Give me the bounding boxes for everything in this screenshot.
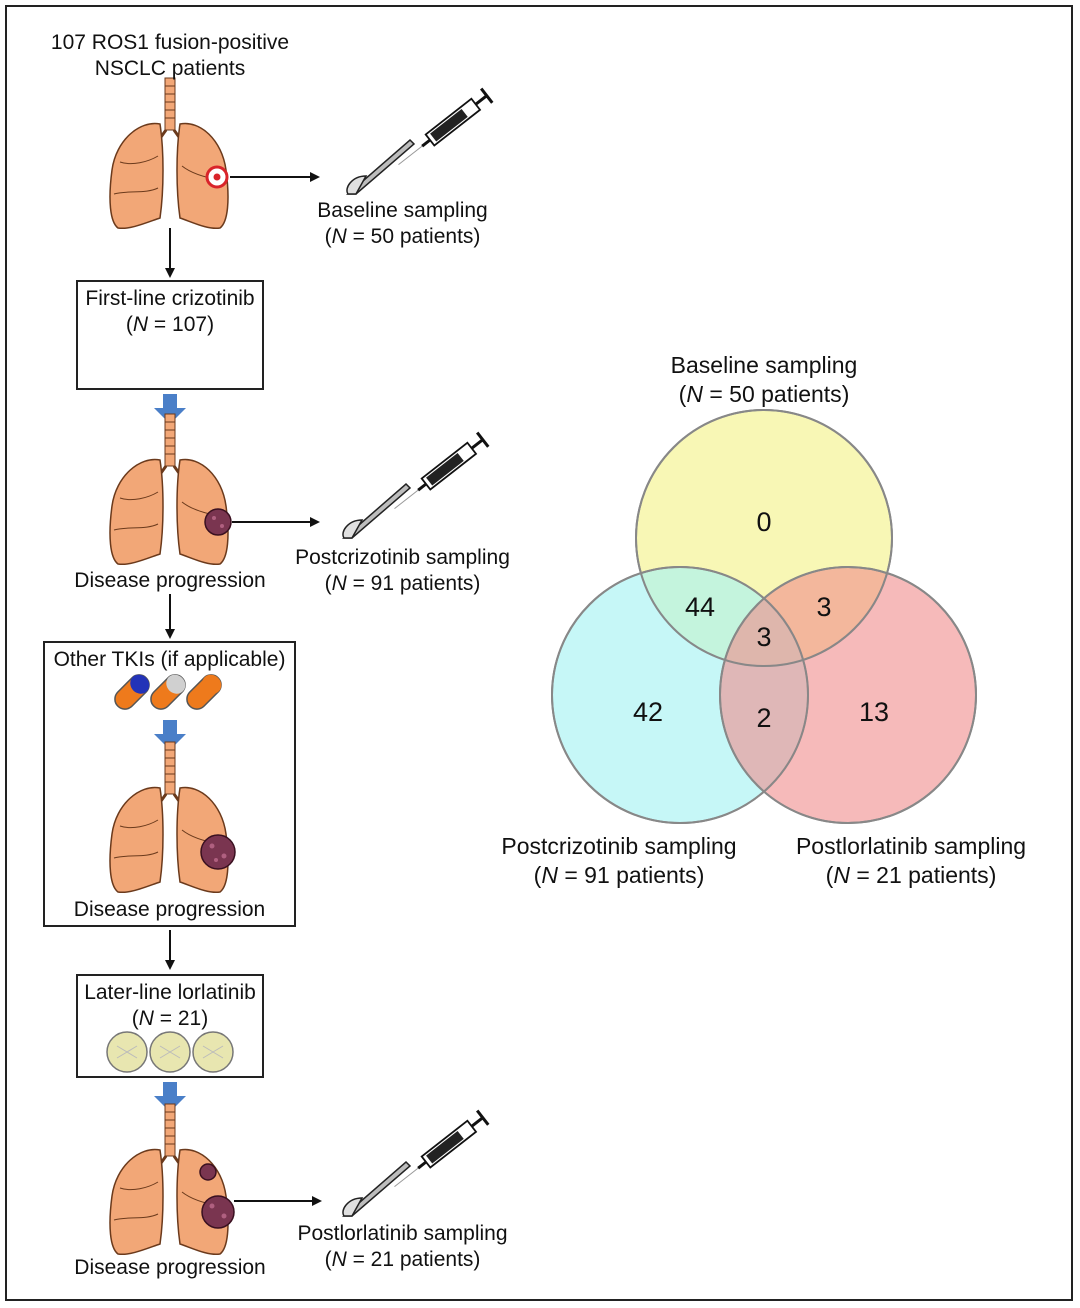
postcrizotinib-sampling-title: Postcrizotinib sampling	[295, 546, 510, 569]
tumor-3-icon	[199, 1163, 235, 1229]
venn-label-postcrizotinib-title: Postcrizotinib sampling	[501, 833, 737, 859]
lungs-baseline-icon	[108, 76, 230, 230]
biopsy-tools-icon	[345, 87, 494, 196]
crizotinib-box: First-line crizotinib (N = 107)	[76, 280, 264, 390]
disease-progression-3: Disease progression	[74, 1256, 266, 1279]
crizotinib-n: (N = 107)	[125, 313, 215, 336]
postlorlatinib-sampling-label: Postlorlatinib sampling (N = 21 patients…	[280, 1221, 525, 1273]
other-tkis-label: Other TKIs (if applicable)	[53, 648, 286, 671]
other-tki-pills-icon	[114, 674, 222, 710]
venn-label-postlorlatinib: Postlorlatinib sampling (N = 21 patients…	[772, 832, 1050, 890]
biopsy-tools-icon	[341, 1109, 490, 1218]
venn-label-baseline-title: Baseline sampling	[670, 352, 858, 378]
baseline-sampling-n: (N = 50 patients)	[324, 225, 481, 248]
lorlatinib-n: (N = 21)	[131, 1007, 209, 1030]
venn-label-postlorlatinib-n: (N = 21 patients)	[825, 862, 997, 888]
biopsy-tools-icon	[341, 431, 490, 540]
venn-label-postcrizotinib-n: (N = 91 patients)	[533, 862, 705, 888]
venn-region-baseline-postcrizotinib: 44	[684, 592, 716, 622]
n-symbol: N	[331, 225, 347, 248]
figure-frame	[5, 5, 1073, 1301]
lorlatinib-box: Later-line lorlatinib (N = 21)	[76, 974, 264, 1078]
flow-arrow-3	[154, 1082, 186, 1112]
postlorlatinib-sampling-title: Postlorlatinib sampling	[297, 1222, 508, 1245]
crizotinib-label: First-line crizotinib	[85, 287, 255, 310]
venn-region-baseline-only: 0	[756, 507, 772, 537]
other-tkis-box: Other TKIs (if applicable) Disease progr…	[43, 641, 296, 927]
venn-region-postlorlatinib-only: 13	[858, 697, 890, 727]
lungs-progression-1-icon	[108, 412, 230, 566]
venn-region-postcrizotinib-only: 42	[632, 697, 664, 727]
flow-arrow-2	[154, 720, 186, 750]
disease-progression-2: Disease progression	[73, 898, 266, 921]
disease-progression-1: Disease progression	[74, 569, 266, 592]
postlorlatinib-sampling-n: (N = 21 patients)	[324, 1248, 481, 1271]
flow-arrow-1	[154, 394, 186, 424]
venn-label-postcrizotinib: Postcrizotinib sampling (N = 91 patients…	[478, 832, 760, 890]
lorlatinib-label: Later-line lorlatinib	[84, 981, 256, 1004]
baseline-sampling-title: Baseline sampling	[317, 199, 488, 222]
venn-label-postlorlatinib-title: Postlorlatinib sampling	[795, 833, 1027, 859]
venn-label-baseline: Baseline sampling (N = 50 patients)	[624, 351, 904, 409]
baseline-sampling-label: Baseline sampling (N = 50 patients)	[290, 198, 515, 250]
postcrizotinib-sampling-label: Postcrizotinib sampling (N = 91 patients…	[280, 545, 525, 597]
tumor-1-icon	[204, 508, 232, 536]
venn-label-baseline-n: (N = 50 patients)	[678, 381, 850, 407]
tumor-2-icon	[200, 834, 236, 870]
venn-region-baseline-postlorlatinib: 3	[816, 592, 832, 622]
cohort-line-1: 107 ROS1 fusion-positive	[50, 31, 290, 54]
venn-region-all-three: 3	[756, 622, 772, 652]
venn-diagram	[551, 409, 977, 824]
postcrizotinib-sampling-n: (N = 91 patients)	[324, 572, 481, 595]
venn-region-postcrizotinib-postlorlatinib: 2	[756, 703, 772, 733]
cohort-line-2: NSCLC patients	[94, 57, 246, 80]
cohort-label: 107 ROS1 fusion-positive NSCLC patients	[20, 30, 320, 82]
